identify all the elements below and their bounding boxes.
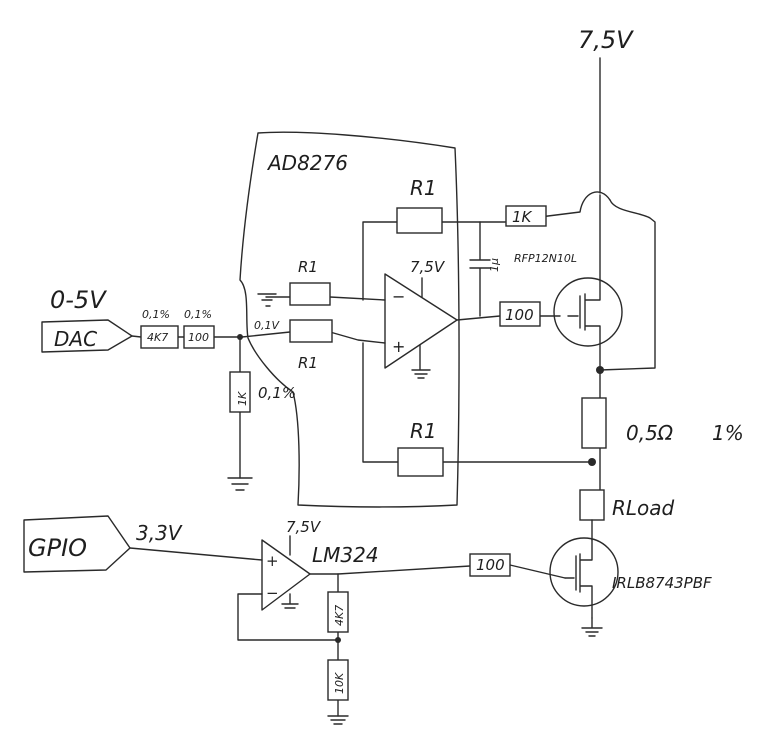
r-4k7-tol-label: 0,1% [142,308,170,321]
mosfet1-terminals [567,194,601,371]
resistor-r1-bottom [397,447,444,477]
sense-value-label: 0,5Ω [626,421,674,445]
resistor-1k-shunt [229,371,251,413]
irlb8743-mosfet [549,537,619,607]
gpio-label: GPIO [28,534,87,562]
r1-top-label: R1 [410,176,437,200]
lm324-ground-symbol [281,593,299,609]
ina-opamp-symbol [384,273,458,369]
gpio-voltage-label: 3,3V [136,521,183,545]
ina-feedback-wire [362,191,611,301]
sense-tolerance-label: 1% [712,421,744,445]
ina-inv-ground-symbol [257,293,277,307]
ina-inv-wire [265,296,386,301]
r1-bottom-label: R1 [410,419,437,443]
mosfet2-label: IRLB8743PBF [612,574,712,592]
ina-plus-sign: + [392,337,405,356]
shunt-tol-label: 0,1% [258,384,296,402]
resistor-r1-top [396,207,443,234]
ad8276-outline [239,131,460,508]
compensation-capacitor [469,221,491,317]
ina-ground-symbol [411,344,431,379]
rfp12n10l-mosfet [553,277,623,347]
ina-ref-wire [362,342,591,463]
resistor-r1-inv [289,282,331,306]
gate-drive-wire [456,315,561,321]
r-4k7-label: 4K7 [147,331,168,344]
divider-ground-symbol [327,715,349,725]
dac-port [41,319,133,353]
source-feedback-wire [599,199,656,371]
resistor-feedback-1k [505,205,547,227]
mosfet2-terminals [564,539,593,619]
gate-resistor-label: 100 [505,306,534,324]
ad8276-label: AD8276 [266,151,348,175]
cap-label: 1µ [488,258,501,272]
dac-label: DAC [54,327,97,351]
gpio-port [23,515,131,573]
dac-range-label: 0-5V [50,286,107,314]
divider-bottom-label: 10K [333,672,346,694]
resistor-100 [183,325,215,349]
node-sense [588,458,596,466]
supply-voltage-label: 7,5V [578,26,634,54]
feedback-resistor-label: 1K [512,208,533,226]
resistor-4k7-divider [327,591,349,633]
mosfet2-ground-symbol [581,617,603,637]
sense-resistor [581,397,607,449]
lm324-opamp-symbol [261,539,311,611]
lm324-supply-label: 7,5V [286,518,322,536]
resistor-r1-noninv [289,319,333,343]
r-100-label: 100 [188,331,209,344]
load-label: RLoad [612,496,675,520]
load-resistor [579,489,605,521]
lm324-feedback-wire [237,593,339,641]
lm324-minus-sign: − [266,584,279,602]
lm324-plus-sign: + [266,552,279,570]
resistor-4k7 [140,325,179,349]
resistor-10k-divider [327,659,349,701]
gpio-wire [129,547,263,561]
r1-inv-label: R1 [298,258,318,276]
r1-noninv-label: R1 [298,354,318,372]
r-100-tol-label: 0,1% [184,308,212,321]
mosfet1-label: RFP12N10L [514,252,577,265]
resistor-gate2-100 [469,553,511,577]
ina-minus-sign: − [392,287,405,306]
resistor-gate-100 [499,301,541,327]
node-voltage-label: 0,1V [254,319,280,332]
shunt-resistor-label: 1K [236,391,249,406]
lm324-label: LM324 [312,543,379,567]
divider-top-label: 4K7 [333,605,346,626]
gate2-resistor-label: 100 [476,556,505,574]
ina-noninv-wire [241,331,386,344]
node-divider [335,637,341,643]
shunt-ground-symbol [227,477,253,491]
ina-supply-label: 7,5V [410,258,446,276]
